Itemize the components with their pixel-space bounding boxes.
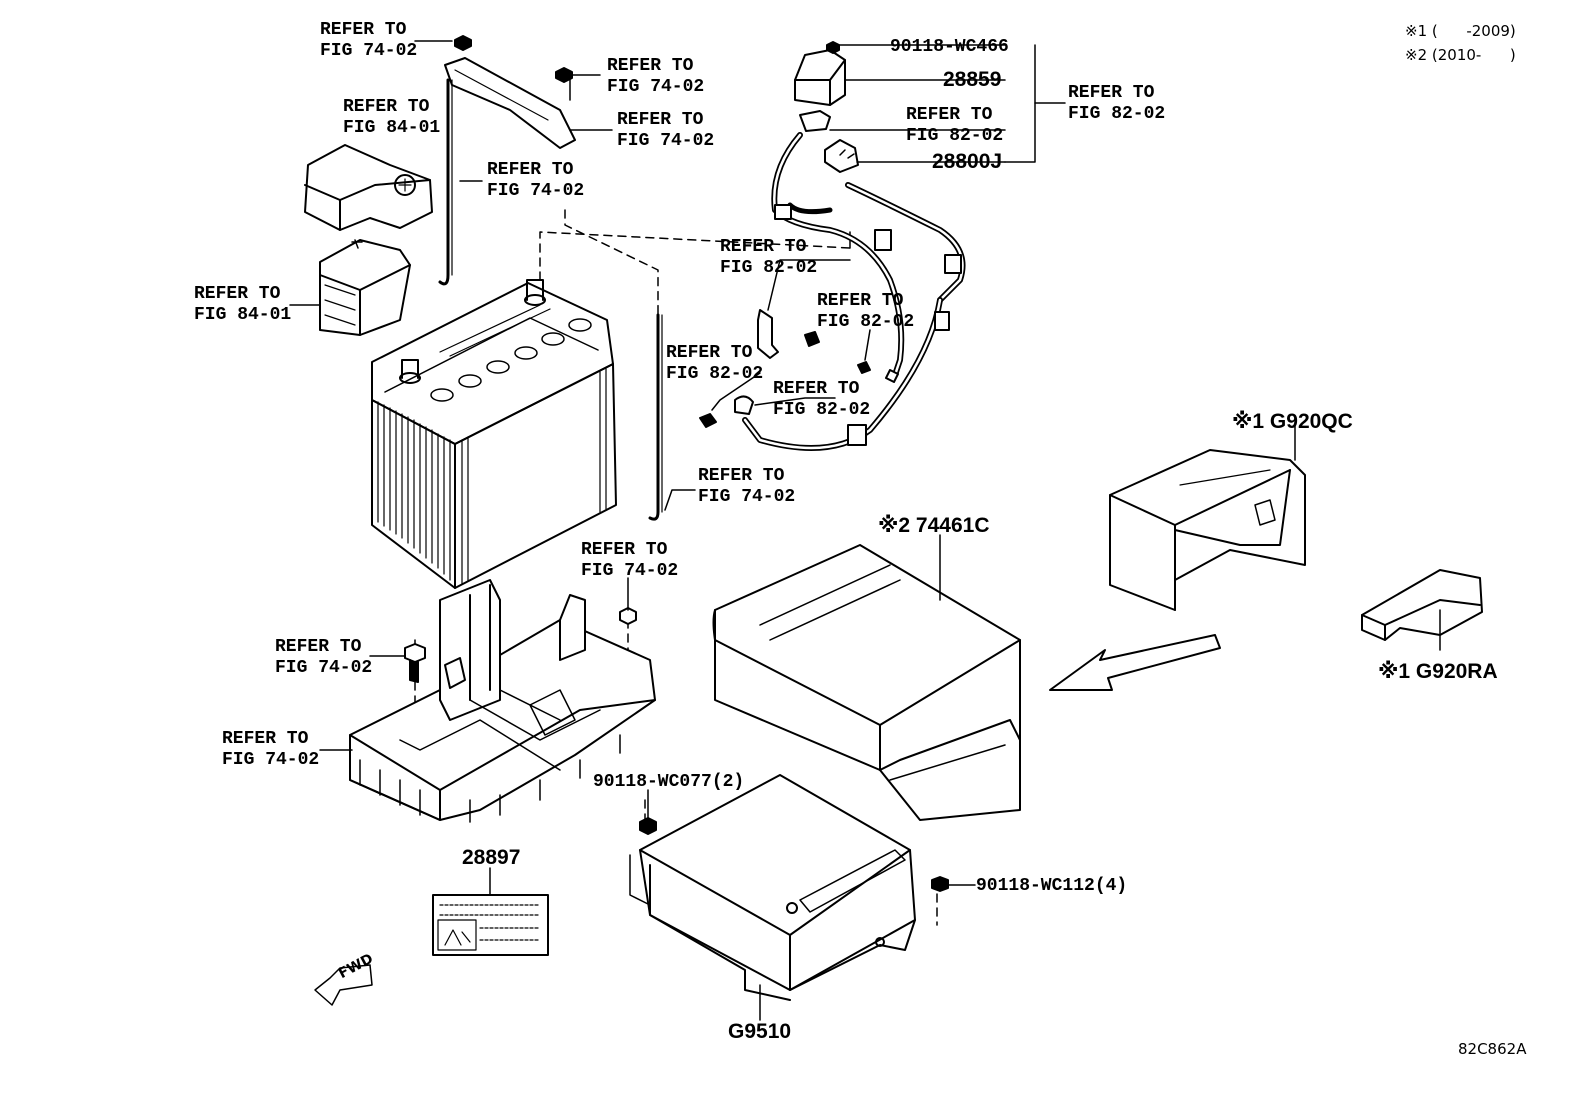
- ref-label: REFER TO FIG 82-02: [1068, 83, 1165, 125]
- ref-label: REFER TO FIG 82-02: [720, 237, 817, 279]
- ref-line: FIG 82-02: [906, 126, 1004, 146]
- ref-label: REFER TO FIG 84-01: [343, 97, 440, 139]
- ref-line: FIG 74-02: [581, 561, 679, 581]
- part-number-90118-wc077: 90118-WC077(2): [593, 772, 745, 792]
- ref-line: REFER TO: [720, 237, 807, 257]
- ref-label: REFER TO FIG 74-02: [581, 540, 678, 582]
- ref-line: REFER TO: [194, 284, 281, 304]
- ref-line: REFER TO: [617, 110, 704, 130]
- ref-line: REFER TO: [487, 160, 574, 180]
- part-number-g920qc: ※1 G920QC: [1232, 410, 1353, 433]
- ref-label: REFER TO FIG 74-02: [320, 20, 417, 62]
- battery-sensor: [794, 41, 859, 173]
- part-number-28859: 28859: [943, 68, 1002, 91]
- ref-label: REFER TO FIG 84-01: [194, 284, 291, 326]
- battery-cover-74461c: [712, 544, 1021, 821]
- ref-line: FIG 82-02: [817, 312, 915, 332]
- ref-label: REFER TO FIG 82-02: [817, 291, 914, 333]
- ref-line: REFER TO: [222, 729, 309, 749]
- ref-line: FIG 74-02: [320, 41, 418, 61]
- part-number-74461c: ※2 74461C: [878, 514, 990, 537]
- ref-line: REFER TO: [817, 291, 904, 311]
- ref-line: REFER TO: [275, 637, 362, 657]
- ref-line: FIG 74-02: [275, 658, 373, 678]
- ref-label: REFER TO FIG 74-02: [607, 56, 704, 98]
- ref-line: REFER TO: [906, 105, 993, 125]
- note-1: ※1 ( -2009): [1405, 22, 1516, 40]
- ref-line: REFER TO: [320, 20, 407, 40]
- ecu-box-g9510: [629, 774, 949, 1001]
- ref-line: FIG 74-02: [617, 131, 715, 151]
- cover-g920ra: [1361, 569, 1483, 641]
- caution-label-28897: [432, 894, 549, 956]
- ref-label: REFER TO FIG 74-02: [487, 160, 584, 202]
- ref-label: REFER TO FIG 82-02: [666, 343, 763, 385]
- ref-line: REFER TO: [1068, 83, 1155, 103]
- part-number-90118-wc466: 90118-WC466: [890, 37, 1009, 57]
- fuse-box: [304, 144, 433, 336]
- illustration-code: 82C862A: [1458, 1040, 1527, 1058]
- ref-line: REFER TO: [666, 343, 753, 363]
- ref-line: FIG 84-01: [194, 305, 292, 325]
- battery-clamp: [438, 35, 663, 521]
- ref-line: REFER TO: [581, 540, 668, 560]
- ref-line: FIG 82-02: [666, 364, 764, 384]
- ref-line: FIG 74-02: [487, 181, 585, 201]
- ref-line: FIG 74-02: [607, 77, 705, 97]
- ref-line: FIG 82-02: [720, 258, 818, 278]
- part-number-28800j: 28800J: [932, 150, 1003, 173]
- ref-label: REFER TO FIG 74-02: [222, 729, 319, 771]
- ref-line: FIG 82-02: [1068, 104, 1166, 124]
- cover-g920qc: [1109, 449, 1306, 611]
- leader-lines: [289, 40, 1441, 1021]
- battery: [371, 279, 617, 589]
- ref-line: FIG 82-02: [773, 400, 871, 420]
- ref-label: REFER TO FIG 74-02: [275, 637, 372, 679]
- part-number-90118-wc112: 90118-WC112(4): [976, 876, 1128, 896]
- ref-line: REFER TO: [773, 379, 860, 399]
- ref-label: REFER TO FIG 74-02: [617, 110, 714, 152]
- ref-label: REFER TO FIG 82-02: [773, 379, 870, 421]
- battery-cables: [734, 110, 966, 451]
- cable-brackets: [699, 309, 871, 428]
- part-number-28897: 28897: [462, 846, 521, 869]
- part-number-g9510: G9510: [728, 1020, 792, 1043]
- direction-arrow: [1049, 634, 1221, 691]
- ref-label: REFER TO FIG 74-02: [698, 466, 795, 508]
- ref-label: REFER TO FIG 82-02: [906, 105, 1003, 147]
- fwd-indicator: [314, 964, 373, 1006]
- ref-line: FIG 74-02: [222, 750, 320, 770]
- note-2: ※2 (2010- ): [1405, 46, 1516, 64]
- ref-line: FIG 74-02: [698, 487, 796, 507]
- battery-tray: [349, 579, 656, 823]
- ref-line: REFER TO: [607, 56, 694, 76]
- part-number-g920ra: ※1 G920RA: [1378, 660, 1498, 683]
- ref-line: REFER TO: [343, 97, 430, 117]
- ref-line: FIG 84-01: [343, 118, 441, 138]
- ref-line: REFER TO: [698, 466, 785, 486]
